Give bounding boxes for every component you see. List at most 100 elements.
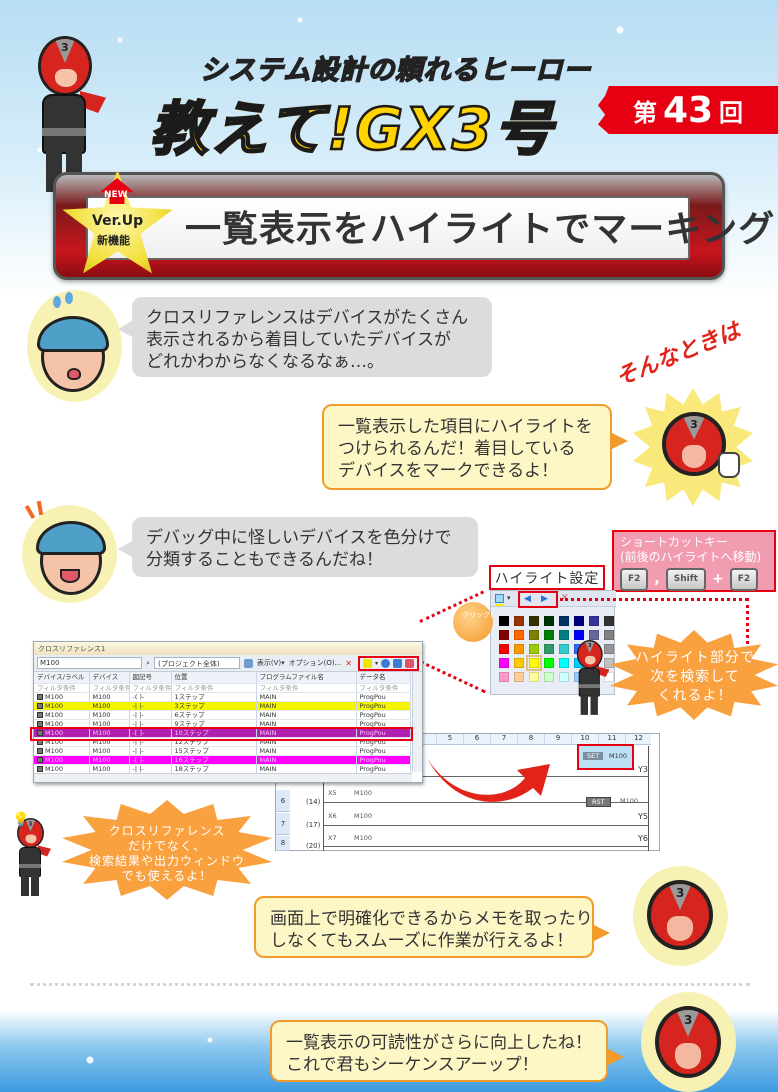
color-swatch[interactable] (499, 658, 509, 668)
color-swatch[interactable] (529, 616, 539, 626)
highlight-setting-label: ハイライト設定 (489, 565, 605, 590)
next-highlight-icon[interactable] (393, 658, 402, 668)
column-header[interactable]: デバイス (89, 672, 130, 684)
hero-mascot: 3 (28, 36, 106, 196)
color-swatch[interactable] (499, 644, 509, 654)
refresh-icon[interactable] (244, 658, 253, 668)
color-swatch[interactable] (499, 672, 509, 682)
color-swatch[interactable] (499, 630, 509, 640)
color-swatch[interactable] (544, 616, 554, 626)
table-cell: M100 (89, 746, 130, 756)
color-swatch[interactable] (559, 630, 569, 640)
color-swatch[interactable] (514, 616, 524, 626)
sonna-tokiha-caption: そんなときは (612, 318, 745, 392)
color-swatch[interactable] (544, 644, 554, 654)
hero-mascot-small: 3 (12, 818, 51, 898)
table-cell: M100 (89, 755, 130, 765)
chevron-down-icon[interactable]: ▾ (374, 659, 378, 667)
color-swatch[interactable] (559, 644, 569, 654)
filter-cell[interactable]: フィルタ条件 (356, 683, 411, 693)
filter-cell[interactable]: フィルタ条件 (89, 683, 130, 693)
table-cell: ProgPou (356, 701, 411, 711)
filter-cell[interactable]: フィルタ条件 (129, 683, 172, 693)
color-swatch[interactable] (559, 658, 569, 668)
table-cell: 18ステップ (171, 764, 257, 774)
color-swatch[interactable] (604, 672, 614, 682)
usage-tip-text: クロスリファレンス だけでなく、 検索結果や出力ウィンドウ でも使えるよ！ (88, 824, 245, 883)
view-menu[interactable]: 表示(V)▾ (256, 659, 285, 667)
key-shift: Shift (665, 568, 706, 591)
table-cell: ProgPou (356, 710, 411, 720)
column-header[interactable]: 図記号 (129, 672, 172, 684)
next-highlight-icon[interactable]: ▶ (541, 594, 548, 604)
search-icon[interactable]: ⌕ (146, 658, 151, 667)
color-swatch[interactable] (529, 630, 539, 640)
hero-mascot-small: 3 (572, 640, 610, 717)
column-header[interactable]: プログラムファイル名 (256, 672, 357, 684)
color-swatch[interactable] (604, 630, 614, 640)
previous-highlight-icon[interactable] (381, 658, 390, 668)
column-header[interactable]: 位置 (171, 672, 257, 684)
color-swatch[interactable] (514, 672, 524, 682)
color-swatch[interactable] (544, 658, 554, 668)
column-header[interactable]: データ名 (356, 672, 411, 684)
vertical-scrollbar[interactable] (412, 672, 422, 772)
color-swatch[interactable] (574, 616, 584, 626)
chevron-down-icon[interactable]: ▾ (507, 594, 511, 602)
color-swatch[interactable] (544, 630, 554, 640)
color-swatch[interactable] (514, 630, 524, 640)
clear-filter-icon[interactable]: ✕ (345, 658, 352, 668)
color-swatch[interactable] (604, 644, 614, 654)
color-swatch[interactable] (499, 616, 509, 626)
color-swatch[interactable] (529, 644, 539, 654)
table-cell: M100 (89, 764, 130, 774)
filter-cell[interactable]: フィルタ条件 (34, 683, 90, 693)
color-swatch[interactable] (544, 672, 554, 682)
hero-closing-speech-bubble: 一覧表示の可読性がさらに向上したね！ これで君もシーケンスアーップ！ (270, 1020, 624, 1082)
device-search-input[interactable] (37, 657, 143, 669)
color-swatch[interactable] (526, 655, 542, 671)
color-swatch[interactable] (574, 630, 584, 640)
hero-face-icon: 3 (662, 412, 726, 476)
horizontal-scrollbar[interactable] (34, 773, 412, 782)
highlight-color-icon[interactable] (362, 658, 372, 668)
worried-user-avatar (27, 290, 122, 402)
table-cell: ProgPou (356, 737, 411, 747)
device-icon (37, 756, 43, 763)
table-cell: M100 (34, 728, 90, 738)
lightbulb-icon: 💡 (12, 812, 30, 828)
waving-hand-icon (718, 452, 740, 478)
options-menu[interactable]: オプション(O)... (288, 659, 342, 667)
previous-highlight-icon[interactable]: ◀ (524, 594, 531, 604)
color-swatch[interactable] (604, 616, 614, 626)
color-swatch[interactable] (514, 658, 524, 668)
table-cell: MAIN (256, 737, 357, 747)
filter-cell[interactable]: フィルタ条件 (171, 683, 257, 693)
table-cell: 16ステップ (171, 755, 257, 765)
color-swatch[interactable] (589, 630, 599, 640)
filter-cell[interactable]: フィルタ条件 (256, 683, 357, 693)
column-header[interactable]: デバイス/ラベル (34, 672, 90, 684)
found-set-instruction[interactable]: SET M100 (577, 744, 634, 770)
scope-select[interactable]: (プロジェクト全体) (154, 657, 241, 669)
color-swatch[interactable] (559, 616, 569, 626)
color-swatch[interactable] (604, 658, 614, 668)
highlight-color-icon[interactable] (495, 594, 504, 603)
table-cell: 12ステップ (171, 737, 257, 747)
table-cell: 10ステップ (171, 728, 257, 738)
color-swatch[interactable] (559, 672, 569, 682)
color-swatch[interactable] (529, 672, 539, 682)
key-f2: F2 (620, 568, 649, 591)
clear-highlight-icon[interactable] (405, 658, 414, 668)
dotted-connector (560, 598, 748, 601)
color-swatch[interactable] (589, 616, 599, 626)
color-swatch[interactable] (514, 644, 524, 654)
